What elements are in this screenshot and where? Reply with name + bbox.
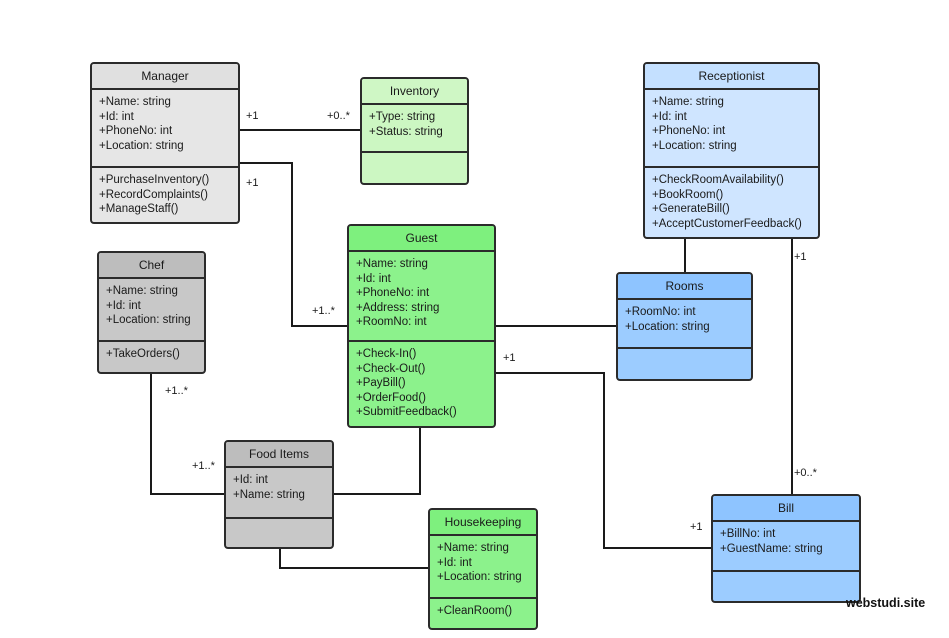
method: +BookRoom() [652,188,724,201]
class-food-items[interactable]: Food Items +Id: int +Name: string [224,440,334,549]
class-title: Food Items [226,442,332,468]
method: +GenerateBill() [652,203,730,216]
attribute: +Status: string [369,125,443,138]
attribute-list: +BillNo: int +GuestName: string [713,522,859,572]
attribute-list: +RoomNo: int +Location: string [618,300,751,349]
multiplicity-chef-food: +1..* [165,385,188,397]
method-list: +CleanRoom() [430,599,536,628]
attribute: +Location: string [625,320,710,333]
class-title: Inventory [362,79,467,105]
multiplicity-receptionist-bill-top: +1 [794,251,807,263]
method: +Check-Out() [356,362,426,375]
attribute: +GuestName: string [720,542,823,555]
attribute: +Address: string [356,301,440,314]
class-receptionist[interactable]: Receptionist +Name: string +Id: int +Pho… [643,62,820,239]
attribute: +Id: int [106,299,141,312]
multiplicity-manager-guest-top: +1 [246,177,259,189]
attribute-list: +Name: string +Id: int +PhoneNo: int +Ad… [349,252,494,342]
class-bill[interactable]: Bill +BillNo: int +GuestName: string [711,494,861,603]
method-list [226,519,332,547]
attribute: +BillNo: int [720,528,776,540]
method: +CheckRoomAvailability() [652,174,784,186]
method: +AcceptCustomerFeedback() [652,217,802,230]
multiplicity-guest-bill-bottom: +1 [690,521,703,533]
attribute: +Name: string [437,542,509,554]
attribute: +Id: int [99,110,134,123]
method-list [713,572,859,601]
method: +SubmitFeedback() [356,406,457,419]
method: +PurchaseInventory() [99,174,210,186]
attribute: +Location: string [106,314,191,327]
method: +CleanRoom() [437,605,513,617]
food-guest-line [332,427,421,495]
method: +Check-In() [356,348,417,360]
method: +ManageStaff() [99,203,179,216]
method-list: +PurchaseInventory() +RecordComplaints()… [92,168,238,222]
multiplicity-manager-inventory-left: +1 [246,110,259,122]
attribute-list: +Name: string +Id: int +PhoneNo: int +Lo… [645,90,818,168]
method-list: +CheckRoomAvailability() +BookRoom() +Ge… [645,168,818,237]
class-title: Chef [99,253,204,279]
attribute-list: +Name: string +Id: int +Location: string [99,279,204,342]
attribute: +Location: string [652,139,737,152]
attribute: +Id: int [652,110,687,123]
method-list [618,349,751,379]
multiplicity-manager-guest-bottom: +1..* [312,305,335,317]
multiplicity-guest-bill-top: +1 [503,352,516,364]
class-chef[interactable]: Chef +Name: string +Id: int +Location: s… [97,251,206,374]
attribute: +RoomNo: int [356,316,427,329]
attribute: +Id: int [437,556,472,569]
class-rooms[interactable]: Rooms +RoomNo: int +Location: string [616,272,753,381]
manager-guest-line [240,162,347,327]
attribute-list: +Id: int +Name: string [226,468,332,519]
method-list: +TakeOrders() [99,342,204,372]
class-housekeeping[interactable]: Housekeeping +Name: string +Id: int +Loc… [428,508,538,630]
method: +TakeOrders() [106,348,180,360]
method: +OrderFood() [356,391,426,404]
class-title: Bill [713,496,859,522]
method: +PayBill() [356,377,406,390]
multiplicity-food-chef: +1..* [192,460,215,472]
attribute: +Name: string [99,96,171,108]
class-inventory[interactable]: Inventory +Type: string +Status: string [360,77,469,185]
attribute-list: +Type: string +Status: string [362,105,467,153]
class-title: Receptionist [645,64,818,90]
attribute-list: +Name: string +Id: int +Location: string [430,536,536,599]
class-title: Rooms [618,274,751,300]
attribute: +Type: string [369,111,436,123]
attribute: +Location: string [437,571,522,584]
chef-food-line [150,373,225,495]
attribute: +PhoneNo: int [99,125,173,138]
class-manager[interactable]: Manager +Name: string +Id: int +PhoneNo:… [90,62,240,224]
class-title: Guest [349,226,494,252]
multiplicity-manager-inventory-right: +0..* [327,110,350,122]
class-guest[interactable]: Guest +Name: string +Id: int +PhoneNo: i… [347,224,496,428]
class-title: Housekeeping [430,510,536,536]
watermark-text: webstudi.site [846,596,926,610]
attribute: +Location: string [99,139,184,152]
attribute: +Id: int [233,474,268,486]
attribute: +Name: string [356,258,428,270]
attribute: +PhoneNo: int [652,125,726,138]
attribute: +Name: string [233,488,305,501]
method: +RecordComplaints() [99,188,208,201]
method-list: +Check-In() +Check-Out() +PayBill() +Ord… [349,342,494,426]
food-housekeeping-line [279,547,429,569]
class-title: Manager [92,64,238,90]
multiplicity-receptionist-bill-bottom: +0..* [794,467,817,479]
attribute: +PhoneNo: int [356,287,430,300]
attribute: +Name: string [106,285,178,297]
attribute: +Name: string [652,96,724,108]
method-list [362,153,467,183]
attribute-list: +Name: string +Id: int +PhoneNo: int +Lo… [92,90,238,168]
attribute: +Id: int [356,272,391,285]
attribute: +RoomNo: int [625,306,696,318]
guest-bill-line [495,372,711,549]
